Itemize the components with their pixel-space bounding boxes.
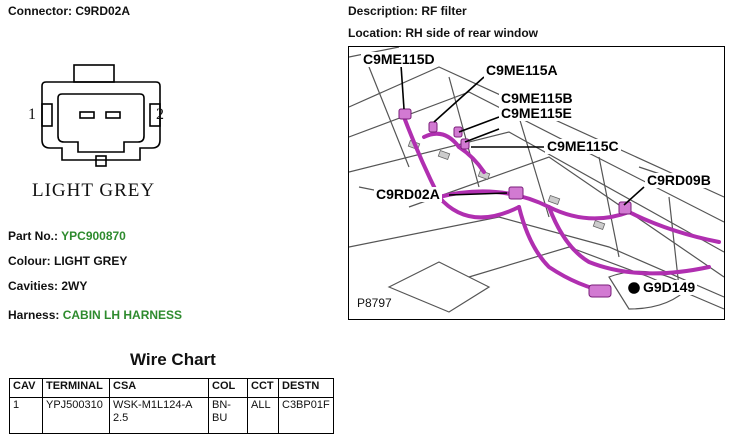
colour-info: Colour: LIGHT GREY [8, 254, 128, 268]
header-col: COL [208, 378, 248, 398]
part-number: Part No.: YPC900870 [8, 229, 126, 243]
header-destn: DESTN [278, 378, 334, 398]
connector-face-diagram [41, 64, 161, 167]
callout-c9me115a: C9ME115A [484, 62, 560, 78]
table-row: 1 YPJ500310 WSK-M1L124-A 2.5 BN-BU ALL C… [9, 397, 334, 434]
header-terminal: TERMINAL [42, 378, 110, 398]
callout-c9me115e: C9ME115E [499, 105, 574, 121]
callout-g9d149: G9D149 [641, 279, 698, 295]
wire-chart-title: Wire Chart [130, 350, 216, 369]
illustration-reference-code: P8797 [355, 296, 394, 310]
wire-chart-header-row: CAV TERMINAL CSA COL CCT DESTN [9, 378, 334, 398]
location-illustration: C9ME115D C9ME115A C9ME115B C9ME115E C9ME… [348, 46, 725, 320]
part-number-value: YPC900870 [61, 229, 126, 243]
connector-colour-caption: LIGHT GREY [32, 180, 156, 201]
pin-number-2: 2 [156, 106, 164, 123]
connector-title: Connector: C9RD02A [8, 4, 131, 18]
cell-terminal: YPJ500310 [42, 397, 110, 434]
harness-value: CABIN LH HARNESS [62, 308, 183, 322]
harness-label: Harness: [8, 308, 60, 322]
cavities-info: Cavities: 2WY [8, 279, 88, 293]
cell-col: BN-BU [208, 397, 248, 434]
part-number-label: Part No.: [8, 229, 59, 243]
callout-c9me115d: C9ME115D [361, 51, 437, 67]
cell-cav: 1 [9, 397, 43, 434]
callout-c9rd09b: C9RD09B [645, 172, 713, 188]
description: Description: RF filter [348, 4, 467, 18]
callout-c9me115c: C9ME115C [545, 138, 621, 154]
callout-c9me115b: C9ME115B [499, 90, 575, 106]
cell-csa: WSK-M1L124-A 2.5 [109, 397, 209, 434]
wire-chart-table: CAV TERMINAL CSA COL CCT DESTN 1 YPJ5003… [9, 378, 334, 434]
header-cct: CCT [247, 378, 279, 398]
cell-destn: C3BP01F [278, 397, 334, 434]
location: Location: RH side of rear window [348, 26, 539, 40]
callout-c9rd02a: C9RD02A [374, 186, 442, 202]
harness-info: Harness: CABIN LH HARNESS [8, 308, 182, 322]
cell-cct: ALL [247, 397, 279, 434]
header-cav: CAV [9, 378, 43, 398]
pin-number-1: 1 [28, 106, 36, 123]
header-csa: CSA [109, 378, 209, 398]
